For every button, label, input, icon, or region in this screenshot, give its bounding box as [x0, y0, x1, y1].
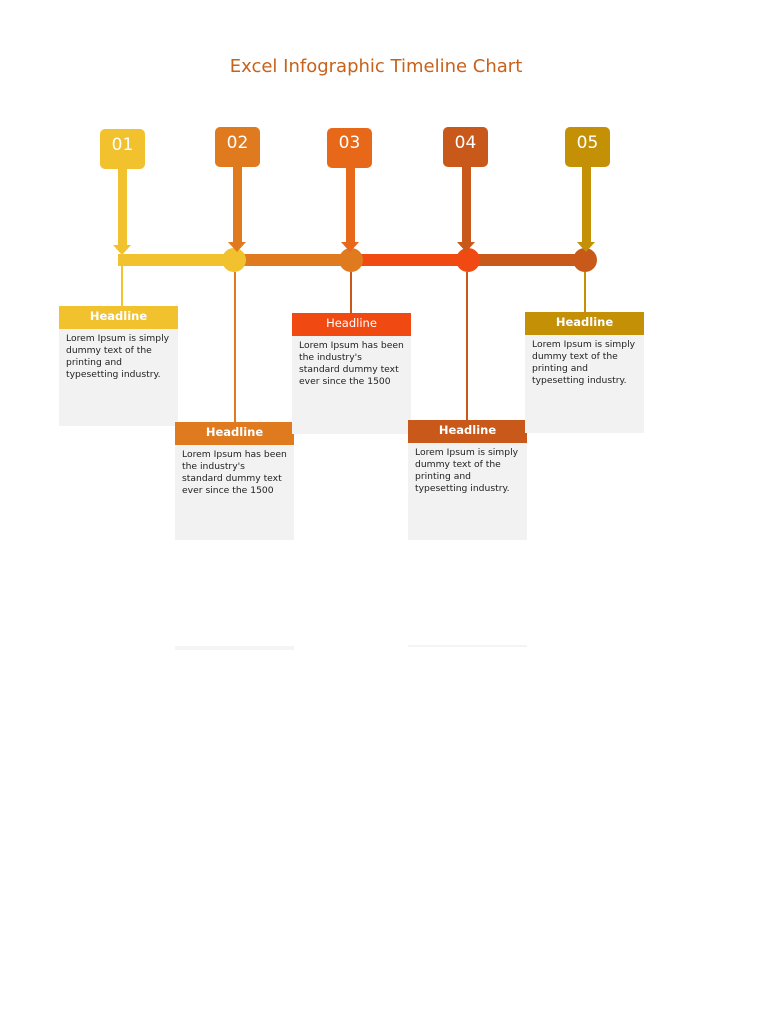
- card-shadow-02: [175, 646, 294, 650]
- card-text: Lorem Ipsum is simply dummy text of the …: [66, 333, 170, 380]
- card-headline: Headline: [59, 306, 178, 329]
- step-card-01: Headline Lorem Ipsum is simply dummy tex…: [59, 306, 178, 426]
- step-stem-05: [582, 164, 591, 244]
- card-text: Lorem Ipsum is simply dummy text of the …: [415, 447, 519, 494]
- connector-02: [234, 272, 236, 422]
- step-card-02: Headline Lorem Ipsum has been the indust…: [175, 422, 294, 540]
- card-text: Lorem Ipsum has been the industry's stan…: [299, 340, 404, 387]
- connector-01: [121, 266, 123, 306]
- step-arrow-01: [113, 245, 131, 255]
- timeline-segment-1: [118, 254, 234, 266]
- timeline-node-2: [222, 248, 246, 272]
- step-card-05: Headline Lorem Ipsum is simply dummy tex…: [525, 312, 644, 433]
- card-headline: Headline: [175, 422, 294, 445]
- timeline-segment-3: [351, 254, 468, 266]
- step-badge-05: 05: [565, 127, 610, 167]
- timeline-node-4: [456, 248, 480, 272]
- step-arrow-03: [341, 242, 359, 252]
- chart-title: Excel Infographic Timeline Chart: [229, 56, 523, 77]
- card-text: Lorem Ipsum is simply dummy text of the …: [532, 339, 636, 386]
- connector-03: [350, 272, 352, 313]
- card-shadow-04: [408, 645, 527, 647]
- card-headline: Headline: [292, 313, 411, 336]
- step-card-03: Headline Lorem Ipsum has been the indust…: [292, 313, 411, 434]
- card-headline: Headline: [525, 312, 644, 335]
- card-headline: Headline: [408, 420, 527, 443]
- timeline-segment-2: [234, 254, 351, 266]
- step-stem-03: [346, 164, 355, 244]
- connector-04: [466, 272, 468, 420]
- step-badge-02: 02: [215, 127, 260, 167]
- timeline-segment-4: [468, 254, 585, 266]
- step-arrow-02: [228, 242, 246, 252]
- step-badge-03: 03: [327, 128, 372, 168]
- step-stem-04: [462, 164, 471, 244]
- step-arrow-04: [457, 242, 475, 252]
- step-arrow-05: [577, 242, 595, 252]
- timeline-node-3: [339, 248, 363, 272]
- step-stem-02: [233, 164, 242, 244]
- card-text: Lorem Ipsum has been the industry's stan…: [182, 449, 287, 496]
- step-card-04: Headline Lorem Ipsum is simply dummy tex…: [408, 420, 527, 540]
- connector-05: [584, 272, 586, 312]
- step-stem-01: [118, 166, 127, 246]
- step-badge-01: 01: [100, 129, 145, 169]
- step-badge-04: 04: [443, 127, 488, 167]
- timeline-node-5: [573, 248, 597, 272]
